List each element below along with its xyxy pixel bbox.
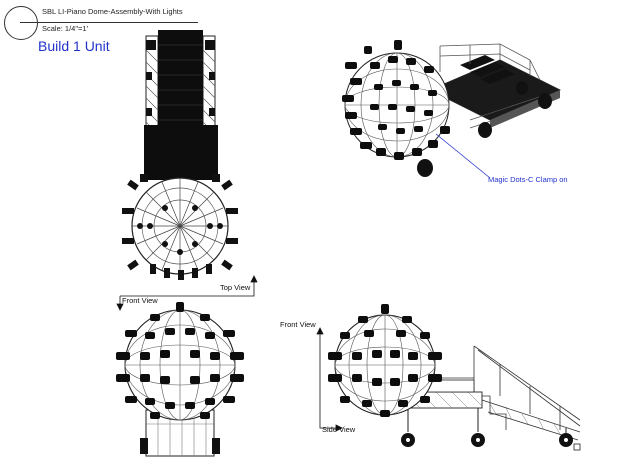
title-block: SBL LI-Piano Dome-Assembly-With Lights S… bbox=[4, 2, 204, 40]
title-divider bbox=[20, 22, 198, 23]
front-view-label-right: Front View bbox=[280, 320, 316, 329]
magic-dots-callout: Magic Dots-C Clamp on bbox=[488, 175, 568, 184]
front-view-label-left: Front View bbox=[122, 296, 158, 305]
build-note: Build 1 Unit bbox=[38, 38, 110, 54]
isometric-view-drawing bbox=[342, 40, 561, 179]
drawing-scale: Scale: 1/4"=1' bbox=[42, 24, 88, 33]
top-view-label: Top View bbox=[220, 283, 251, 292]
title-circle bbox=[4, 6, 38, 40]
front-view-drawing bbox=[116, 302, 244, 457]
top-view-arrow bbox=[116, 275, 258, 311]
drawing-title: SBL LI-Piano Dome-Assembly-With Lights bbox=[42, 7, 183, 16]
side-view-label: Side View bbox=[322, 425, 356, 434]
side-view-drawing bbox=[316, 304, 581, 451]
top-view-drawing bbox=[122, 30, 238, 280]
